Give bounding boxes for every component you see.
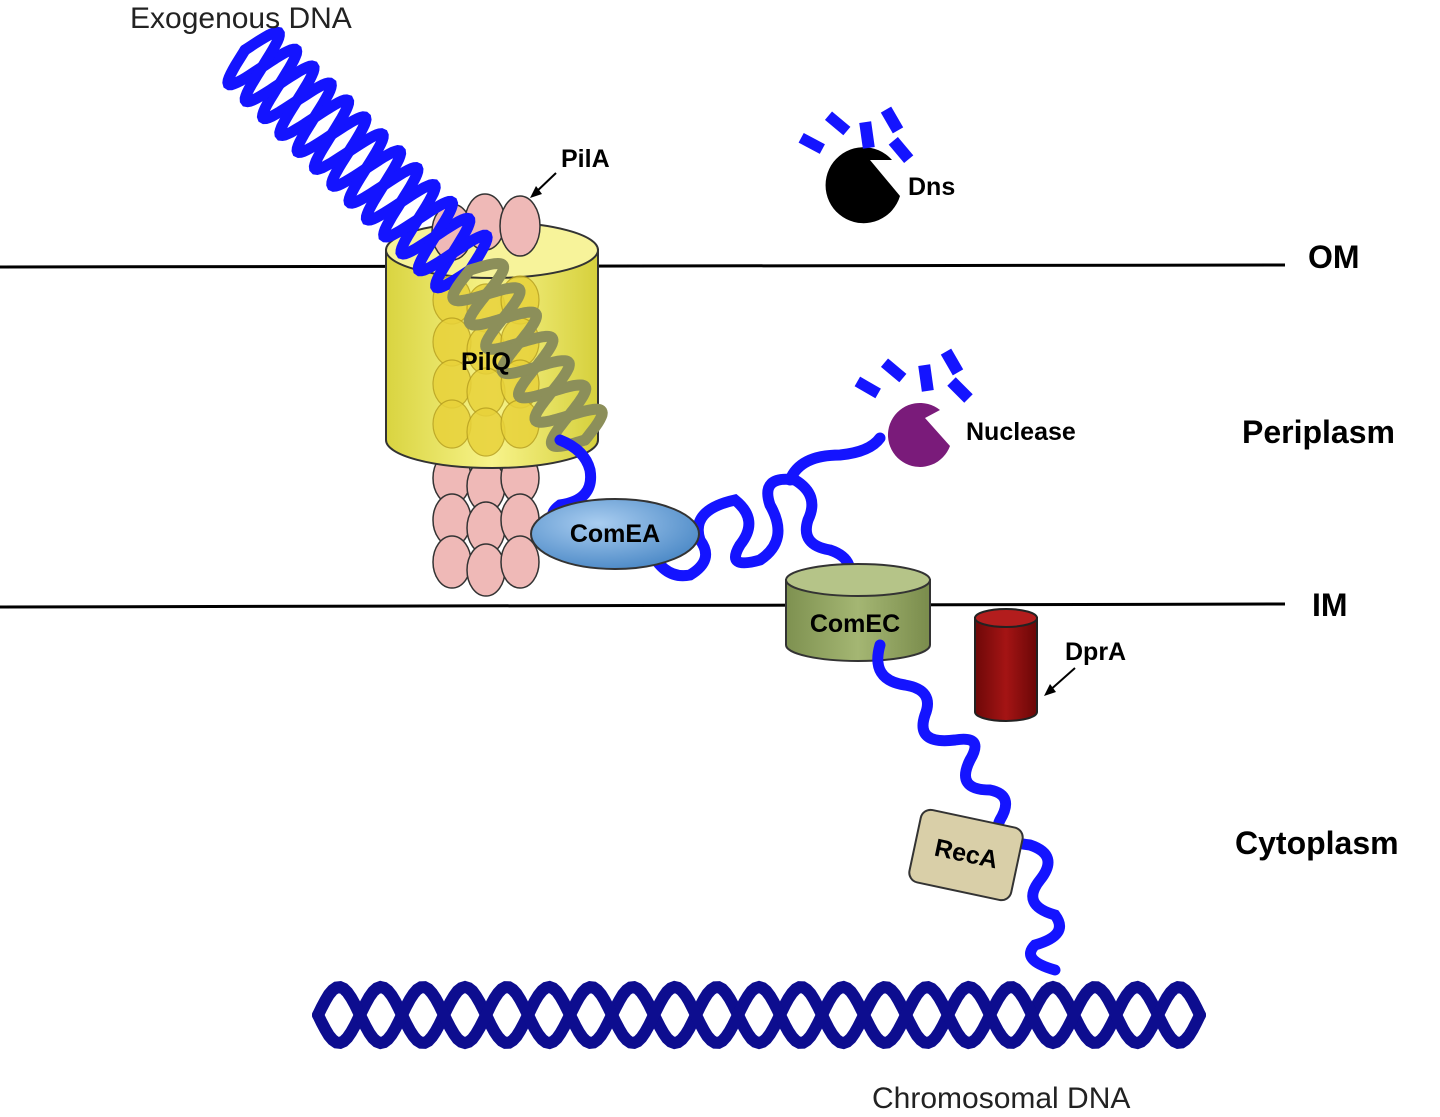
exogenous-dna-strand-2	[239, 26, 493, 277]
ssdna-to-nuclease	[784, 432, 886, 486]
comea-protein: ComEA	[530, 498, 700, 570]
pilus-subunit	[432, 535, 472, 589]
chromosomal-dna-strand-1	[312, 980, 1206, 1050]
im-label: IM	[1312, 587, 1348, 623]
nuclease-label: Nuclease	[966, 418, 1076, 446]
periplasm-label: Periplasm	[1242, 414, 1395, 450]
comec-label: ComEC	[810, 610, 900, 638]
inner-membrane-line	[0, 602, 1286, 609]
pilq-label: PilQ	[461, 348, 511, 376]
exogenous-dna-inside-strand-1	[447, 264, 592, 453]
ssdna-cytoplasm-strand	[872, 639, 1065, 976]
pilus-lower-subunits	[432, 451, 540, 597]
chromosomal-dna-label: Chromosomal DNA	[872, 1082, 1130, 1115]
pilus-subunit	[500, 535, 540, 589]
om-label: OM	[1308, 239, 1360, 275]
chromosomal-dna-strand-2	[312, 980, 1206, 1050]
comec-channel: ComEC	[785, 563, 931, 662]
comea-label: ComEA	[570, 520, 660, 548]
pila-label: PilA	[561, 145, 610, 173]
exogenous-dna-helix	[222, 26, 608, 453]
dns-label: Dns	[908, 173, 955, 201]
dpra-label: DprA	[1065, 638, 1126, 666]
dpra-protein	[974, 608, 1038, 722]
chromosomal-dna-helix	[312, 980, 1206, 1050]
exogenous-dna-strand-1	[222, 43, 476, 294]
nuclease-pacman-icon	[854, 348, 973, 467]
pilus-subunit	[466, 543, 506, 597]
outer-membrane-line	[0, 263, 1286, 269]
reca-protein: RecA	[908, 808, 1024, 902]
pilq-subunit	[432, 399, 472, 449]
pilq-subunit	[466, 407, 506, 457]
exogenous-dna-label: Exogenous DNA	[130, 2, 352, 35]
exogenous-dna-inside-strand-2	[463, 257, 608, 446]
cytoplasm-label: Cytoplasm	[1235, 825, 1399, 861]
dpra-pointer-arrowhead	[1044, 684, 1056, 696]
dns-pacman-icon	[798, 106, 914, 224]
pila-pointer-arrowhead	[530, 186, 542, 198]
